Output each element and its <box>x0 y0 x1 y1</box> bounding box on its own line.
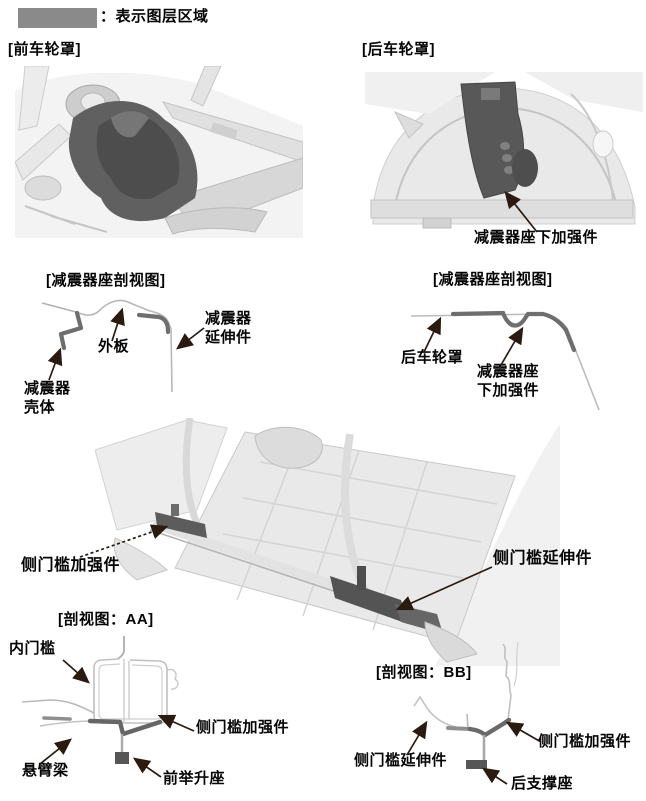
front-wheelhouse-title: [前车轮罩] <box>8 41 81 58</box>
rear-wheelhouse-label: 后车轮罩 <box>401 349 464 366</box>
legend-label: ：表示图层区域 <box>100 8 209 25</box>
damper-base-stiffener-callout: 减震器座下加强件 <box>474 229 599 246</box>
sill-extension-callout: 侧门槛延伸件 <box>493 550 593 567</box>
section-bb-drawing <box>413 641 519 769</box>
rear-support-label: 后支撑座 <box>511 775 574 792</box>
front-jack-point-label: 前举升座 <box>163 770 226 787</box>
front-wheelhouse-image <box>15 66 303 238</box>
section-aa-drawing <box>21 636 179 764</box>
damper-base-stiffener-label: 减震器座 下加强件 <box>477 363 540 399</box>
rear-wheelhouse-image <box>365 72 643 229</box>
section-bb-title: [剖视图：BB] <box>376 664 472 681</box>
body-overview-image <box>95 418 560 666</box>
inner-sill-label: 内门槛 <box>9 640 56 657</box>
section-aa-title: [剖视图：AA] <box>58 611 154 628</box>
rear-damper-section-drawing <box>410 310 600 411</box>
damper-extension-label: 减震器 延伸件 <box>205 310 252 346</box>
bb-sill-stiffener-label: 侧门槛加强件 <box>538 733 632 750</box>
front-damper-section-drawing <box>41 299 173 393</box>
outrigger-label: 悬臂梁 <box>22 762 69 779</box>
layer-area-swatch <box>18 8 97 28</box>
damper-housing-label: 减震器 壳体 <box>24 380 71 416</box>
front-damper-section-title: [减震器座剖视图] <box>46 272 166 289</box>
sill-stiffener-callout: 侧门槛加强件 <box>21 557 121 574</box>
rear-damper-section-title: [减震器座剖视图] <box>433 271 553 288</box>
aa-sill-stiffener-label: 侧门槛加强件 <box>196 719 290 736</box>
outer-panel-label: 外板 <box>98 338 130 355</box>
rear-wheelhouse-title: [后车轮罩] <box>362 41 435 58</box>
bb-sill-extension-label: 侧门槛延伸件 <box>354 752 448 769</box>
